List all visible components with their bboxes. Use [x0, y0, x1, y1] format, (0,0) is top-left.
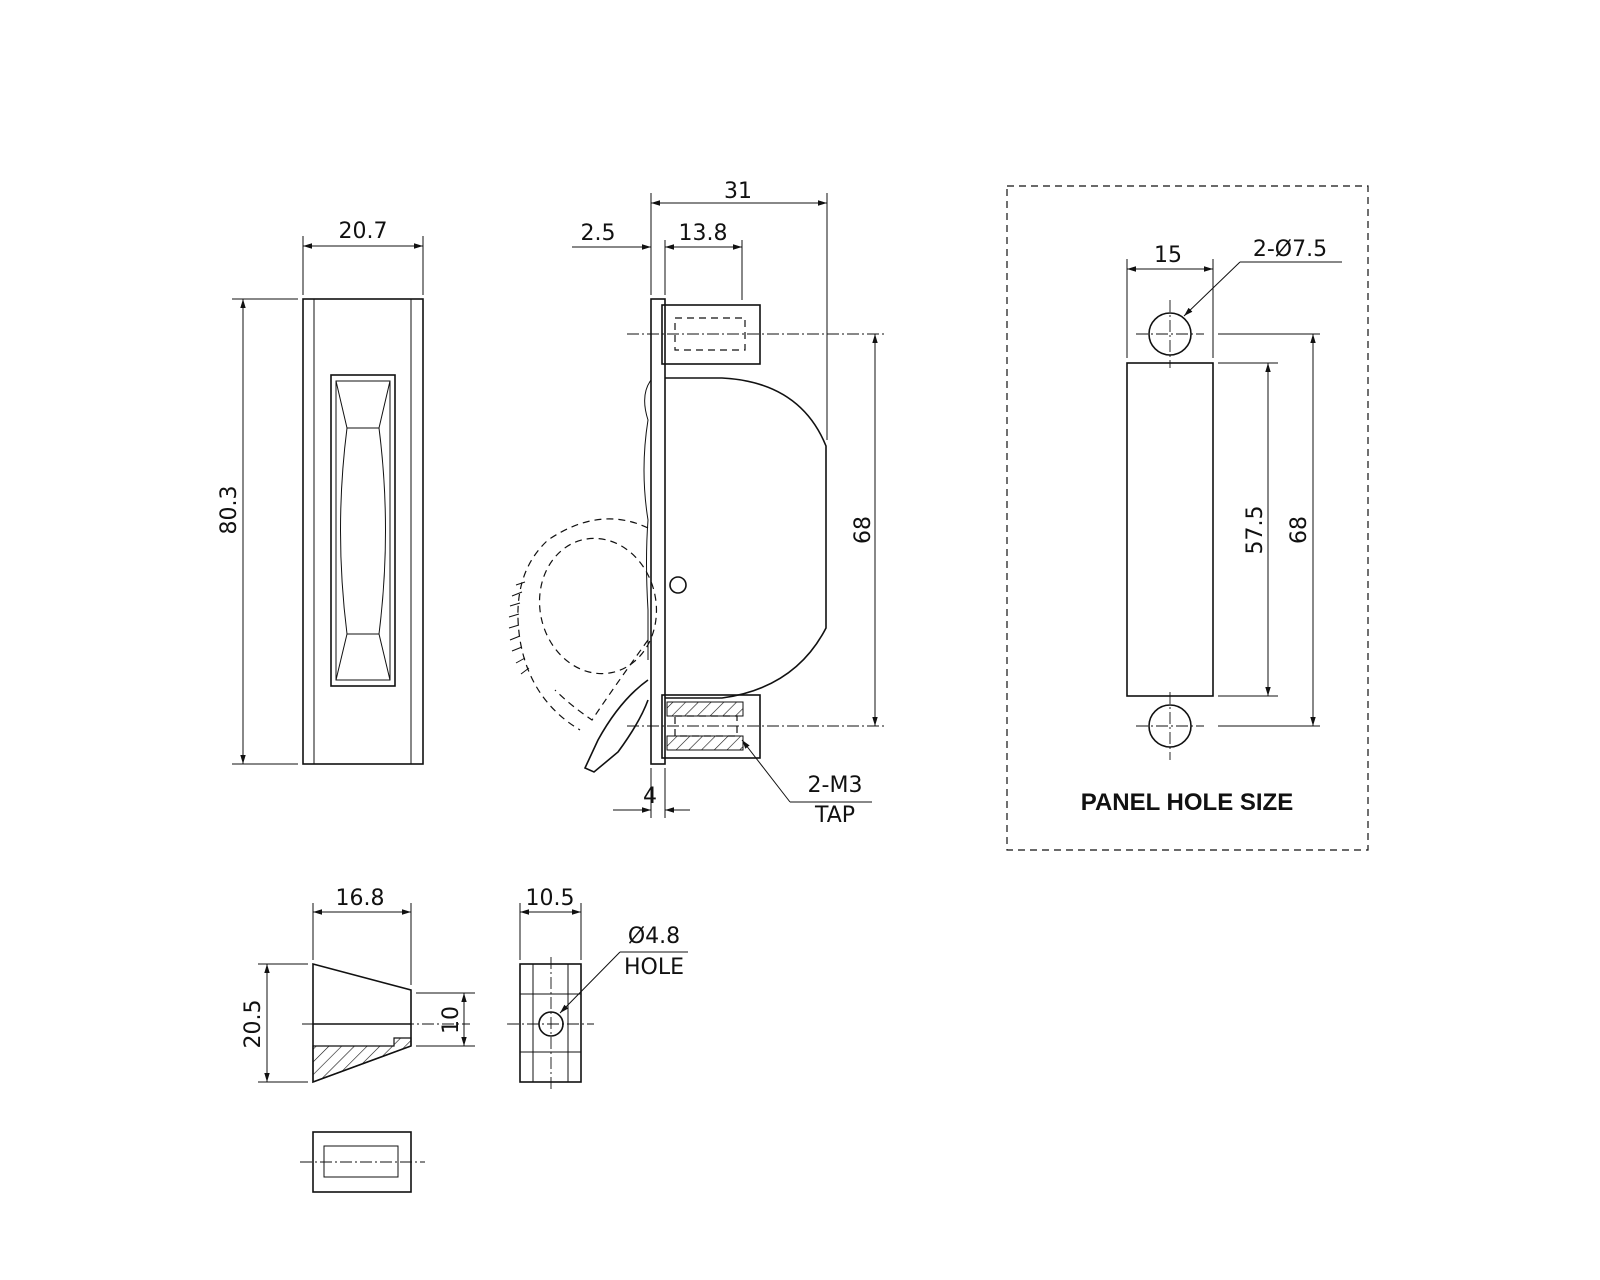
panel-width-dim: 15	[1154, 243, 1182, 268]
block-hole-callout: Ø4.8	[628, 924, 680, 949]
front-height-dim: 80.3	[217, 486, 242, 535]
panel-slot-dim: 57.5	[1243, 506, 1268, 555]
wedge-view: 16.8 20.5 10	[241, 886, 475, 1193]
tap-callout-sub: TAP	[814, 803, 855, 828]
panel-hole-callout: 2-Ø7.5	[1253, 237, 1327, 262]
side-view: 31 2.5 13.8 68 4 2-M3 TAP	[508, 179, 884, 828]
base-thickness-dim: 4	[643, 784, 657, 809]
wedge-length-dim: 16.8	[336, 886, 385, 911]
panel-pitch-dim: 68	[1287, 516, 1312, 544]
block-width-dim: 10.5	[526, 886, 575, 911]
block-hole-callout-sub: HOLE	[624, 955, 684, 980]
wedge-step-dim: 10	[439, 1006, 464, 1034]
boss-length-dim: 13.8	[679, 221, 728, 246]
front-width-dim: 20.7	[339, 219, 388, 244]
panel-hole-view: 15 2-Ø7.5 57.5 68 PANEL HOLE SIZE	[1006, 185, 1369, 851]
block-view: 10.5 Ø4.8 HOLE	[507, 886, 688, 1090]
tap-callout: 2-M3	[808, 773, 863, 798]
front-view: 20.7 80.3	[217, 219, 424, 765]
side-depth-dim: 31	[724, 179, 752, 204]
panel-hole-title: PANEL HOLE SIZE	[1081, 789, 1293, 816]
side-pitch-dim: 68	[851, 516, 876, 544]
flange-dim: 2.5	[581, 221, 616, 246]
wedge-height-dim: 20.5	[241, 1000, 266, 1049]
